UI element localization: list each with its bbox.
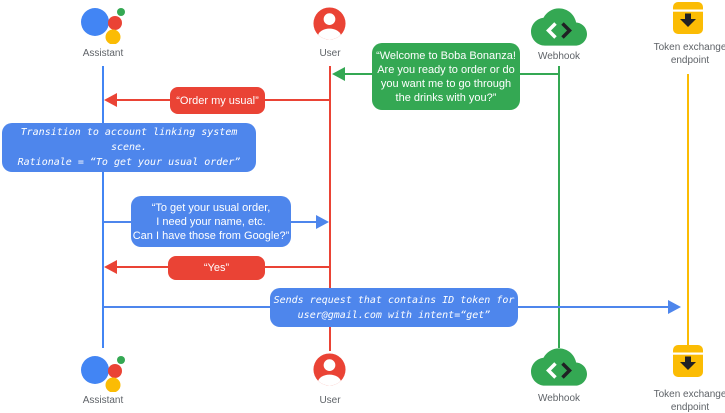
user-lifeline [329,66,331,351]
token-actor-bottom [673,345,703,382]
webhook-cloud-icon [531,348,587,386]
token-exchange-icon [673,2,703,34]
welcome-arrowhead [332,67,345,81]
assistant-actor-bottom [80,352,126,397]
send-request-note: Sends request that contains ID token for… [270,288,518,327]
order-usual-arrowhead [104,93,117,107]
token-actor-top [673,2,703,39]
webhook-actor-top [531,8,587,51]
transition-note: Transition to account linking system sce… [2,123,256,172]
yes-arrowhead [104,260,117,274]
token-lifeline [687,74,689,345]
user-label-bottom: User [319,395,341,406]
user-icon [313,353,346,386]
token-label-top: Token exchange endpoint [653,42,725,66]
user-actor-bottom [312,352,347,392]
token-label-bottom: Token exchange endpoint [653,389,725,413]
ask-details-arrowhead [316,215,329,229]
token-exchange-icon [673,345,703,377]
assistant-label-top: Assistant [82,48,124,59]
ask-details-bubble: “To get your usual order, I need your na… [131,196,291,247]
assistant-lifeline [102,66,104,348]
webhook-cloud-icon [531,8,587,46]
user-icon [313,7,346,40]
send-request-arrowhead [668,300,681,314]
order-usual-bubble: “Order my usual” [170,87,265,114]
webhook-label-bottom: Webhook [537,393,581,404]
webhook-label-top: Webhook [537,51,581,62]
yes-bubble: “Yes” [168,256,265,280]
welcome-message-bubble: “Welcome to Boba Bonanza! Are you ready … [372,43,520,110]
user-actor-top [312,6,347,46]
user-label-top: User [319,48,341,59]
google-assistant-icon [81,356,125,393]
webhook-actor-bottom [531,348,587,391]
google-assistant-icon [81,8,125,45]
webhook-lifeline [558,66,560,348]
assistant-label-bottom: Assistant [82,395,124,406]
assistant-actor-top [80,4,126,49]
